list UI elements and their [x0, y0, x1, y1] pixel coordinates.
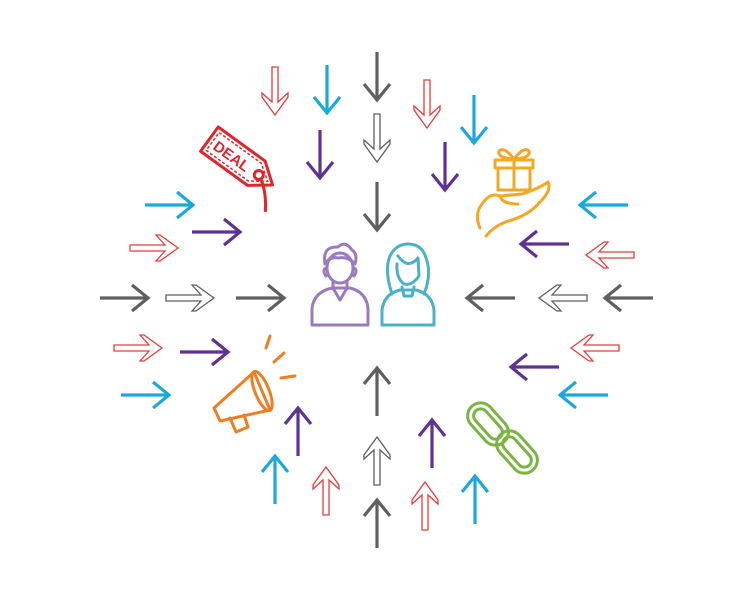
arrow-left-32	[537, 284, 588, 312]
arrow-down-9	[362, 182, 392, 233]
arrow-shape	[464, 283, 515, 313]
arrow-shape	[362, 52, 392, 103]
arrow-shape	[236, 283, 287, 313]
arrow-left-33	[602, 283, 653, 313]
arrow-shape	[602, 283, 653, 313]
arrow-up-16	[312, 465, 340, 516]
arrow-shape	[312, 65, 342, 116]
arrow-shape	[460, 473, 490, 524]
arrow-left-35	[508, 352, 559, 382]
arrow-shape	[165, 284, 216, 312]
man-and-woman-icon	[310, 242, 436, 327]
arrow-shape	[362, 365, 392, 416]
arrow-down-2	[312, 65, 342, 116]
chain-link-icon	[466, 401, 539, 475]
arrow-layer	[100, 52, 653, 548]
arrow-right-25	[113, 334, 164, 362]
arrow-shape	[129, 234, 180, 262]
arrow-right-27	[121, 380, 172, 410]
arrow-shape	[192, 217, 243, 247]
arrow-right-21	[129, 234, 180, 262]
arrow-shape	[569, 334, 620, 362]
arrow-shape	[537, 284, 588, 312]
woman-icon	[380, 242, 436, 327]
arrow-right-23	[165, 284, 216, 312]
arrow-shape	[413, 79, 441, 130]
arrow-left-29	[518, 229, 569, 259]
arrow-up-10	[362, 365, 392, 416]
arrow-right-22	[100, 283, 151, 313]
arrow-left-30	[584, 241, 635, 269]
arrow-left-31	[464, 283, 515, 313]
arrow-shape	[180, 337, 231, 367]
arrow-shape	[312, 465, 340, 516]
arrow-down-3	[413, 79, 441, 130]
arrow-shape	[261, 66, 289, 117]
arrow-shape	[430, 142, 460, 193]
arrow-shape	[100, 283, 151, 313]
arrow-up-13	[363, 435, 391, 486]
arrow-shape	[362, 497, 392, 548]
arrow-shape	[305, 130, 335, 181]
arrow-shape	[518, 229, 569, 259]
arrow-left-36	[557, 380, 608, 410]
gift-in-hand-icon	[475, 148, 551, 238]
arrow-up-18	[362, 497, 392, 548]
arrow-shape	[362, 182, 392, 233]
arrow-shape	[363, 435, 391, 486]
arrow-shape	[363, 113, 391, 164]
man-icon	[310, 242, 370, 327]
arrow-up-17	[411, 480, 439, 531]
arrow-up-14	[260, 453, 290, 504]
arrow-down-6	[363, 113, 391, 164]
arrow-up-12	[283, 405, 313, 456]
arrow-right-20	[192, 217, 243, 247]
deal-tag-icon: DEAL	[199, 125, 275, 213]
arrow-shape	[577, 190, 628, 220]
arrow-up-11	[417, 417, 447, 468]
arrow-shape	[121, 380, 172, 410]
arrow-right-26	[180, 337, 231, 367]
arrow-down-5	[459, 95, 489, 146]
arrow-down-1	[362, 52, 392, 103]
arrow-right-24	[236, 283, 287, 313]
arrow-down-7	[305, 130, 335, 181]
arrow-down-4	[261, 66, 289, 117]
arrow-down-8	[430, 142, 460, 193]
arrow-shape	[411, 480, 439, 531]
arrow-up-15	[460, 473, 490, 524]
arrow-right-19	[145, 190, 196, 220]
arrow-shape	[584, 241, 635, 269]
arrow-left-34	[569, 334, 620, 362]
megaphone-icon	[212, 334, 297, 434]
arrow-left-28	[577, 190, 628, 220]
arrow-shape	[260, 453, 290, 504]
arrow-shape	[459, 95, 489, 146]
arrow-shape	[283, 405, 313, 456]
arrow-shape	[508, 352, 559, 382]
arrow-shape	[113, 334, 164, 362]
arrow-shape	[557, 380, 608, 410]
arrow-shape	[417, 417, 447, 468]
arrow-shape	[145, 190, 196, 220]
